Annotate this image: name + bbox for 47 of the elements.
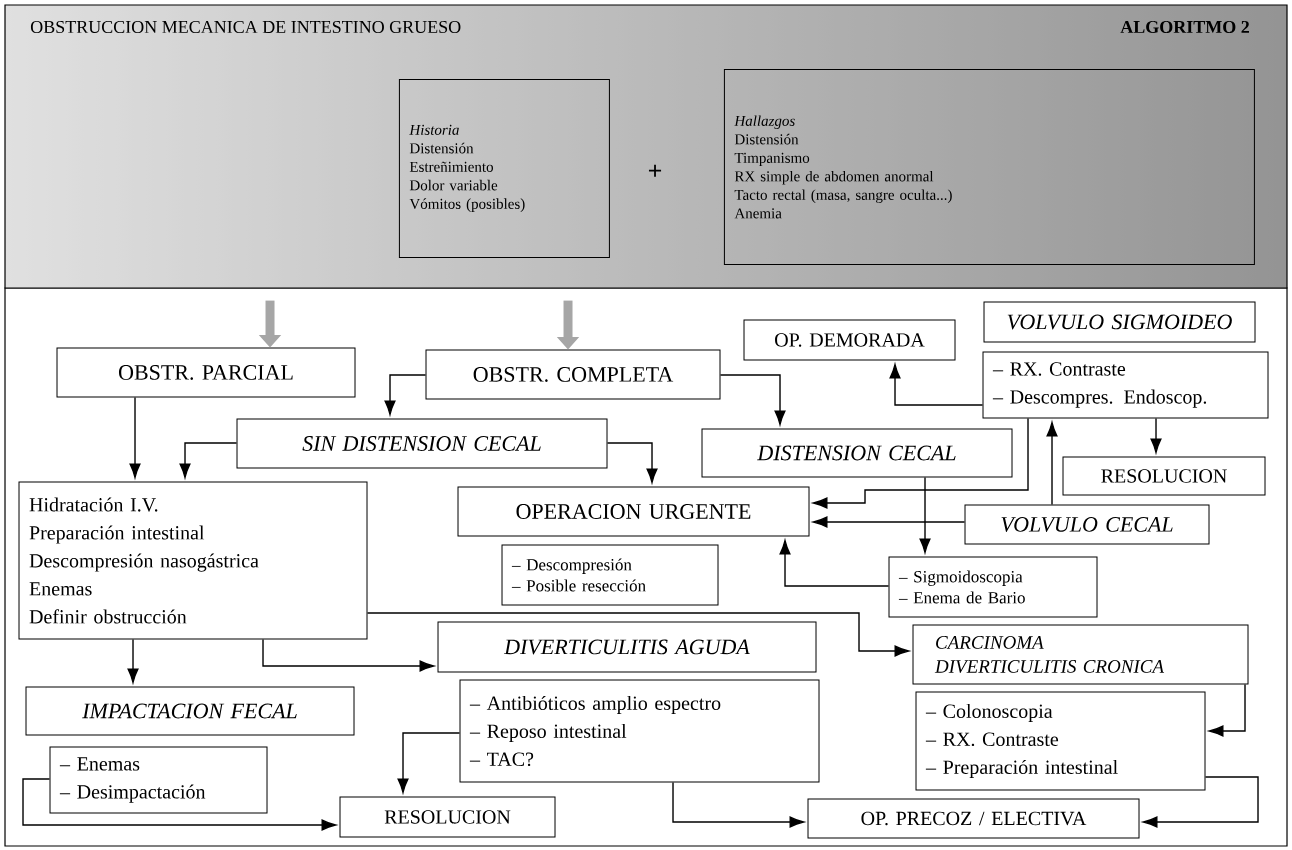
arrow bbox=[384, 374, 427, 416]
header-panel bbox=[4, 4, 1288, 289]
process-box: OPERACION URGENTE bbox=[457, 486, 810, 537]
diagnosis-box: DIVERTICULITIS AGUDA bbox=[437, 621, 817, 673]
arrow bbox=[1208, 683, 1246, 737]
process-box: OBSTR. PARCIAL bbox=[56, 347, 356, 398]
process-box: OP. DEMORADA bbox=[743, 319, 956, 361]
arrow bbox=[179, 442, 238, 479]
findings-box: Historia Distensión Estreñimiento Dolor variable Vómitos (posibles) bbox=[398, 78, 610, 258]
arrow bbox=[127, 638, 139, 684]
arrow bbox=[397, 732, 461, 794]
arrow bbox=[1150, 417, 1162, 454]
title: OBSTRUCCION MECANICA DE INTESTINO GRUESO bbox=[30, 20, 461, 34]
process-box: – Sigmoidoscopia – Enema de Bario bbox=[888, 556, 1098, 618]
arrow bbox=[812, 516, 966, 528]
process-box: OP. PRECOZ / ELECTIVA bbox=[807, 798, 1140, 839]
arrow bbox=[1046, 421, 1058, 506]
diagnosis-box: SIN DISTENSION CECAL bbox=[236, 418, 608, 469]
arrow bbox=[719, 374, 786, 426]
process-box: – Antibióticos amplio espectro – Reposo intestinal – TAC? bbox=[459, 679, 820, 783]
diagnosis-box: VOLVULO CECAL bbox=[964, 504, 1210, 545]
diagnosis-box: DISTENSION CECAL bbox=[701, 428, 1013, 478]
process-box: – Descompresión – Posible resección bbox=[501, 544, 719, 606]
arrow bbox=[779, 539, 890, 587]
process-box: OBSTR. COMPLETA bbox=[425, 349, 721, 400]
process-box: – Colonoscopia – RX. Contraste – Preparación intestinal bbox=[915, 691, 1206, 791]
process-box: Hidratación I.V. Preparación intestinal Descompresión nasogástrica Enemas Definir obstrucción bbox=[18, 481, 368, 640]
arrow bbox=[812, 417, 1029, 509]
process-box: RESOLUCION bbox=[1062, 456, 1266, 496]
process-box: – RX. Contraste – Descompres. Endoscop. bbox=[982, 351, 1269, 419]
diagnosis-box: VOLVULO SIGMOIDEO bbox=[983, 301, 1256, 343]
arrow bbox=[129, 396, 141, 479]
heading-label: ALGORITMO 2 bbox=[1120, 20, 1249, 34]
plus-sign: + bbox=[648, 164, 662, 177]
arrow bbox=[1142, 776, 1259, 828]
diagnosis-box: IMPACTACION FECAL bbox=[25, 686, 355, 736]
findings-box: Hallazgos Distensión Timpanismo RX simple de abdomen anormal Tacto rectal (masa, sangre oculta...) Anemia bbox=[723, 68, 1255, 265]
arrow bbox=[262, 638, 435, 672]
arrow bbox=[22, 778, 337, 831]
arrow bbox=[366, 612, 910, 657]
arrow bbox=[889, 363, 984, 406]
arrow bbox=[606, 442, 658, 484]
arrow bbox=[919, 476, 931, 554]
arrow bbox=[672, 781, 805, 828]
process-box: – Enemas – Desimpactación bbox=[49, 746, 268, 814]
diagnosis-box: CARCINOMA DIVERTICULITIS CRONICA bbox=[912, 624, 1249, 685]
process-box: RESOLUCION bbox=[339, 796, 556, 838]
